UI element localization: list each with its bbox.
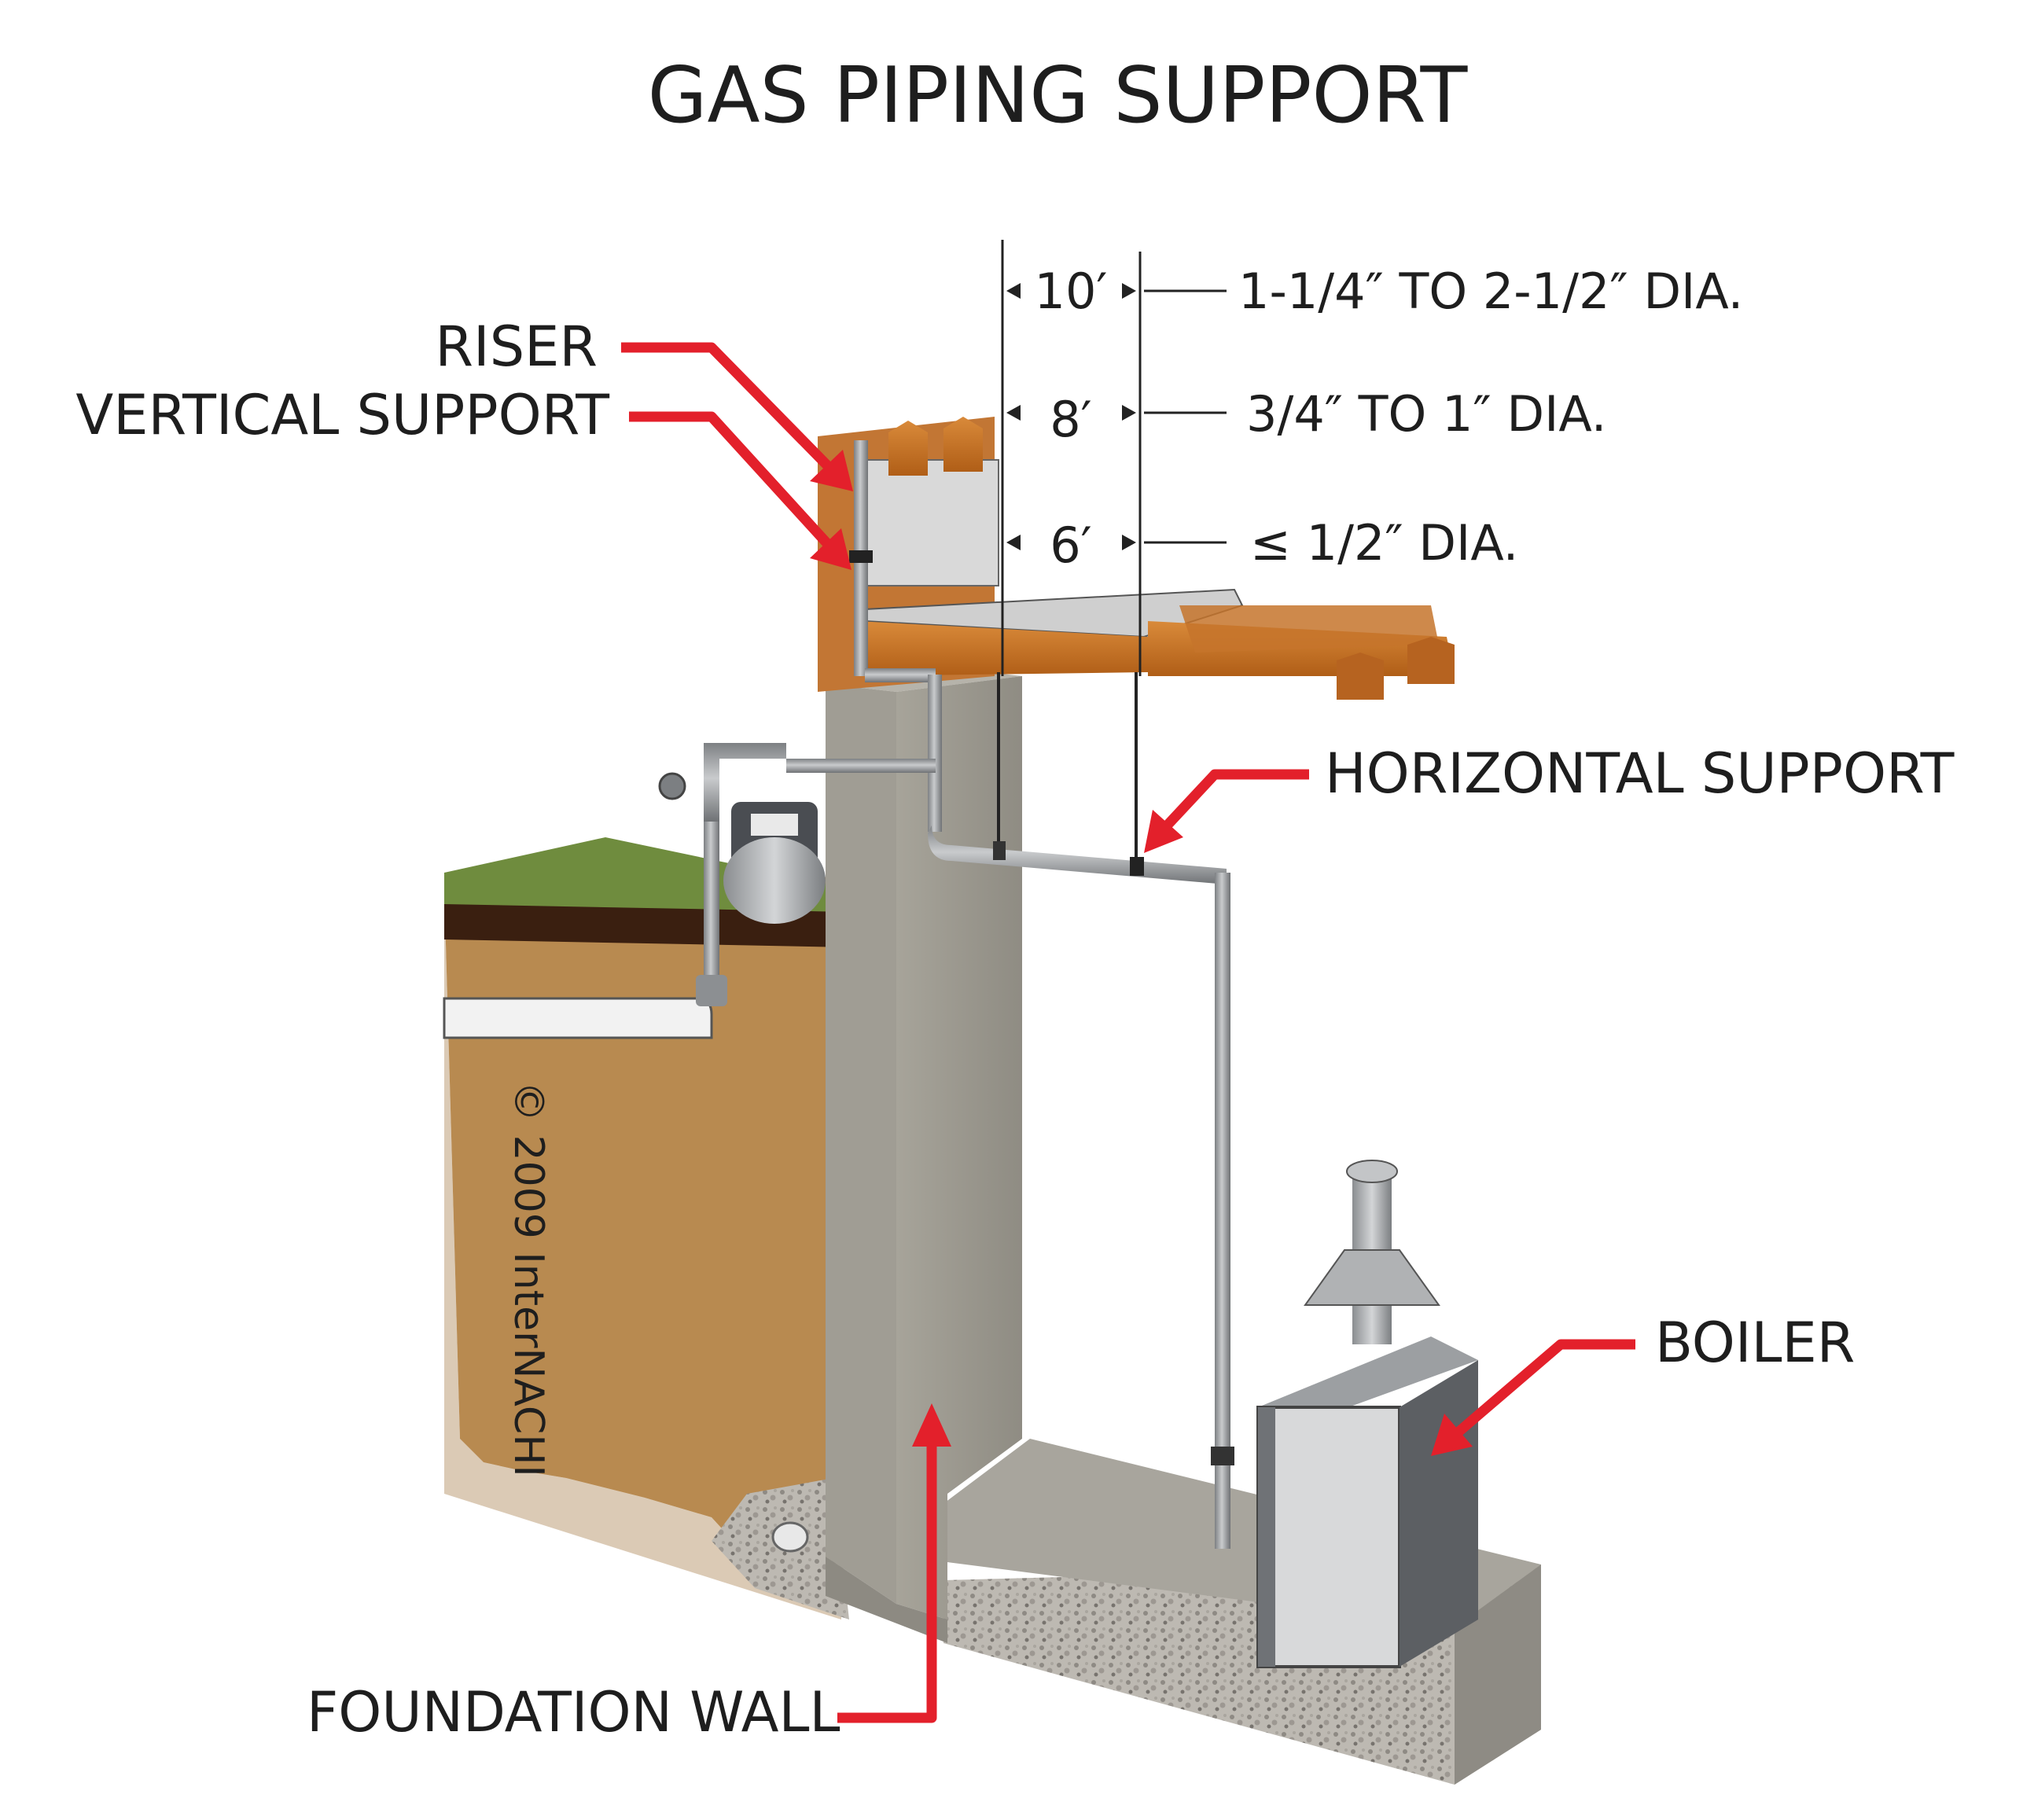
dimension-arrow: [1006, 405, 1136, 421]
foundation-wall-arrow-head: [912, 1403, 951, 1447]
boiler: [1256, 1160, 1478, 1668]
pipe-union: [993, 841, 1006, 860]
stud-top-2: [943, 417, 983, 472]
joist-end-1: [1337, 653, 1384, 700]
flue-cap: [1346, 1160, 1398, 1183]
label-boiler: BOILER: [1655, 1311, 1855, 1375]
boiler-top: [1258, 1337, 1478, 1423]
boiler-front: [1256, 1406, 1401, 1668]
pipe-segment: [928, 675, 942, 832]
label-vertical-support: VERTICAL SUPPORT: [75, 383, 609, 447]
foundation-wall: [896, 676, 1022, 1620]
callout-arrow-heads: [810, 450, 1473, 1456]
label-foundation-wall: FOUNDATION WALL: [307, 1680, 840, 1745]
boiler-jacket-left: [1258, 1407, 1275, 1667]
riser-arrow: [621, 342, 837, 476]
soil-block: [444, 877, 841, 1620]
horizontal-support-clamp: [1130, 857, 1144, 876]
copyright-notice: © 2009 InterNACHI: [505, 1081, 552, 1477]
joist-end-2: [1407, 637, 1455, 684]
vertical-support-arrow: [629, 411, 837, 554]
pipe-fitting: [696, 975, 727, 1006]
label-riser: RISER: [435, 314, 598, 379]
gas-piping: [658, 440, 1230, 1549]
horizontal-support-arrow: [1156, 769, 1309, 837]
meter-inlet-pipe: [704, 822, 719, 1002]
boiler-arrow-head: [1431, 1414, 1473, 1456]
spacing-row-8ft: 8′ 3/4″ TO 1″ DIA.: [1050, 385, 1606, 448]
drip-leg-valve: [1211, 1447, 1234, 1465]
label-horizontal-support: HORIZONTAL SUPPORT: [1325, 741, 1955, 806]
spacing-value: 10′: [1035, 263, 1108, 320]
drop-pipe: [1215, 873, 1230, 1549]
service-line-pipe: [443, 997, 713, 1039]
boiler-arrow: [1447, 1339, 1635, 1443]
foundation-wall-side: [826, 684, 896, 1604]
pipe-segment: [786, 759, 936, 773]
callout-arrows: [621, 342, 1635, 1723]
horizontal-support-arrow-head: [1144, 810, 1183, 853]
dimension-arrow: [1006, 283, 1136, 299]
spacing-row-10ft: 10′ 1-1/4″ TO 2-1/2″ DIA.: [1035, 263, 1744, 320]
foundation-wall-arrow: [837, 1431, 937, 1723]
boiler-side: [1400, 1360, 1478, 1667]
spacing-table: 10′ 1-1/4″ TO 2-1/2″ DIA. 8′ 3/4″ TO 1″ …: [1001, 240, 1744, 676]
pipe-segment: [865, 668, 936, 682]
subfloor-panel: [864, 459, 999, 586]
pipe-segment: [928, 825, 1227, 884]
draft-hood: [1304, 1249, 1440, 1306]
drain-tile: [771, 1521, 809, 1553]
meter-top-pipe: [704, 743, 786, 822]
stud-top-1: [888, 421, 928, 476]
spacing-value: 8′: [1050, 391, 1092, 448]
regulator: [658, 772, 686, 800]
gas-meter: [723, 802, 826, 924]
vertical-support-arrow-head: [810, 528, 851, 570]
diameter-range: 3/4″ TO 1″ DIA.: [1246, 385, 1606, 443]
riser-arrow-head: [810, 450, 853, 491]
dimension-arrow: [1006, 535, 1136, 550]
diameter-range: ≤ 1/2″ DIA.: [1250, 514, 1518, 572]
vertical-support-clamp: [849, 550, 873, 563]
joist-2: [1179, 605, 1439, 653]
diagram-title: GAS PIPING SUPPORT: [648, 51, 1469, 141]
spacing-value: 6′: [1050, 517, 1092, 574]
spacing-row-6ft: 6′ ≤ 1/2″ DIA.: [1050, 514, 1518, 574]
footing: [826, 1557, 947, 1643]
diameter-range: 1-1/4″ TO 2-1/2″ DIA.: [1238, 263, 1743, 320]
